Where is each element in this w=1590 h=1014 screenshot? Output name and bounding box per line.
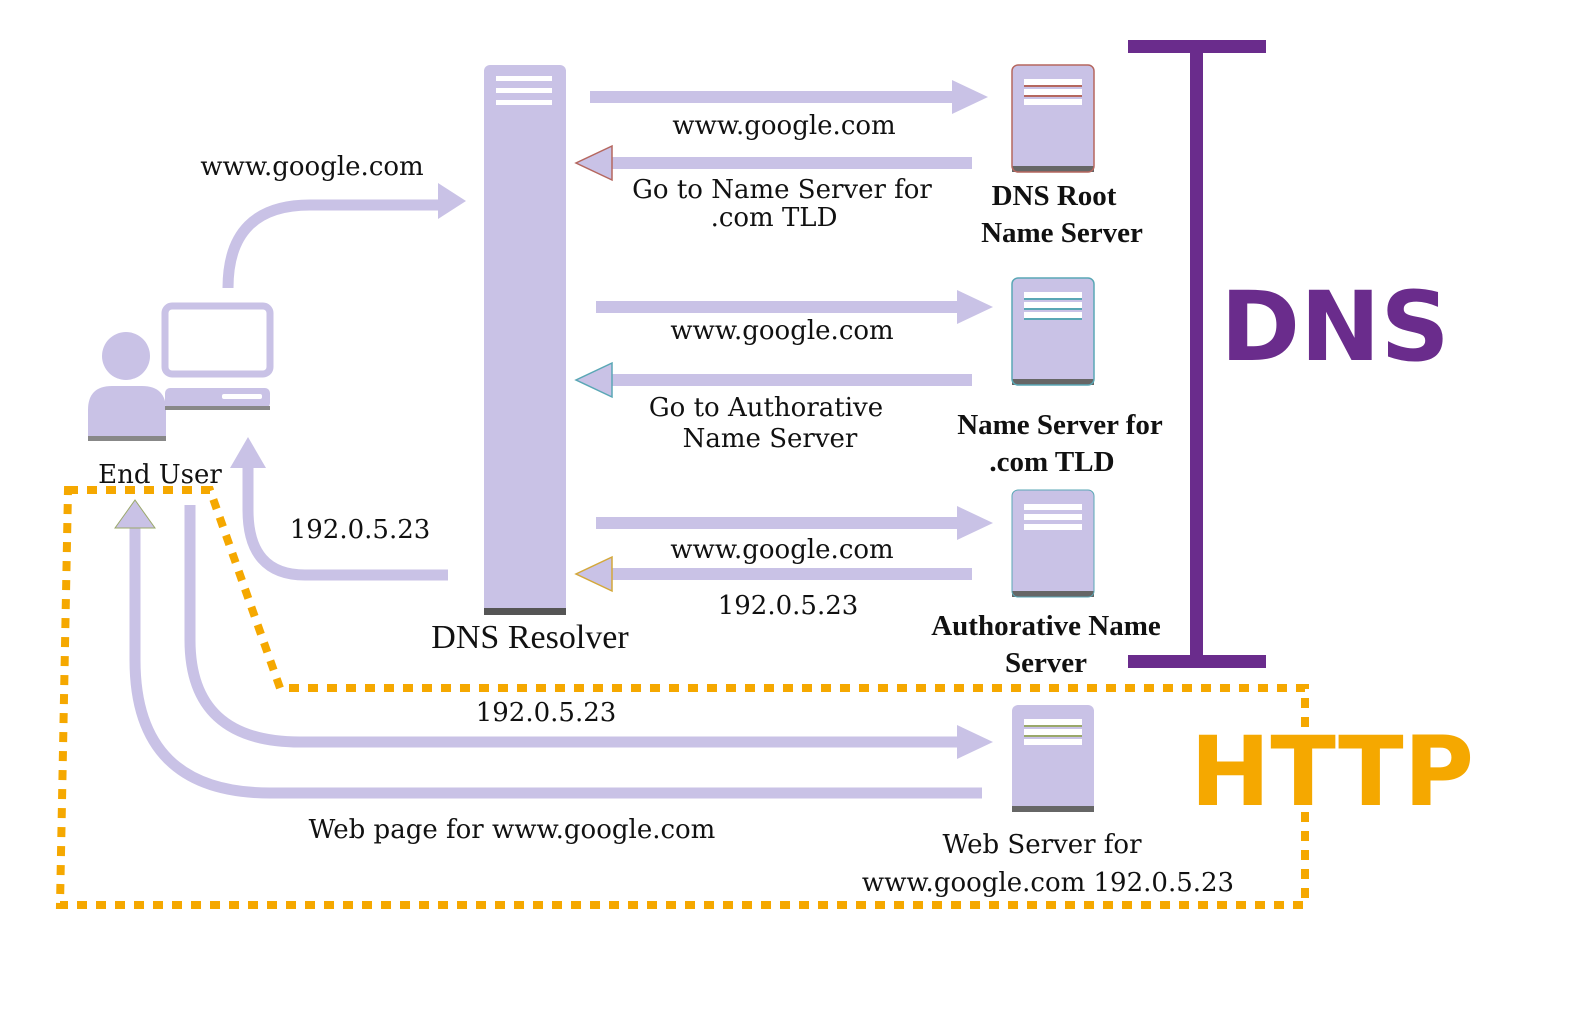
tld-label-2: .com TLD [989, 446, 1114, 478]
auth-label-2: Server [1005, 647, 1087, 679]
root-server-icon [1011, 64, 1095, 173]
resolver-label: DNS Resolver [431, 619, 629, 656]
query-arrow-tld [596, 301, 958, 313]
tld-server-icon [1011, 277, 1095, 386]
arrowhead [957, 290, 993, 324]
arrowhead [230, 437, 266, 468]
dns-title: DNS [1220, 271, 1449, 383]
http-boundary [55, 486, 1309, 909]
auth-server-icon [1011, 489, 1095, 598]
web-label-1: Web Server for [943, 830, 1143, 860]
arrowhead [438, 183, 466, 219]
query-arrow-root [590, 91, 960, 103]
arrowhead [952, 80, 988, 114]
reply-auth-label: 192.0.5.23 [718, 591, 859, 621]
query-arrow-user-resolver [222, 199, 440, 289]
reply-root-label-1: Go to Name Server for [632, 175, 932, 205]
http-request-label: 192.0.5.23 [476, 698, 617, 728]
reply-arrow-root [610, 157, 972, 169]
arrowhead [574, 144, 613, 182]
http-response-label: Web page for www.google.com [309, 815, 716, 845]
answer-user-label: 192.0.5.23 [290, 515, 431, 545]
arrowhead [574, 361, 613, 399]
root-label-1: DNS Root [992, 180, 1117, 212]
reply-tld-label-1: Go to Authorative [649, 393, 883, 423]
reply-tld-label-2: Name Server [683, 424, 858, 454]
end-user-label: End User [98, 460, 222, 490]
end-user-icon [88, 302, 274, 441]
query-arrow-auth [596, 517, 958, 529]
reply-arrow-tld [610, 374, 972, 386]
query-tld-label: www.google.com [670, 316, 893, 346]
tld-label-1: Name Server for [957, 409, 1163, 441]
dns-bracket [1128, 40, 1266, 668]
query-root-label: www.google.com [672, 111, 895, 141]
arrowhead [957, 725, 993, 759]
arrowhead [957, 506, 993, 540]
root-label-2: Name Server [981, 217, 1143, 249]
http-title: HTTP [1190, 716, 1474, 828]
http-request-arrow [184, 505, 960, 748]
query-user-label: www.google.com [200, 152, 423, 182]
web-server-icon [1012, 705, 1094, 812]
web-label-2: www.google.com 192.0.5.23 [862, 868, 1234, 898]
query-auth-label: www.google.com [670, 535, 893, 565]
arrowhead [114, 499, 156, 529]
http-response-arrow [129, 525, 982, 799]
dns-resolver-icon [484, 65, 566, 615]
answer-arrow-resolver-user [242, 465, 448, 581]
reply-arrow-auth [610, 568, 972, 580]
auth-label-1: Authorative Name [931, 610, 1161, 642]
reply-root-label-2: .com TLD [711, 203, 838, 233]
arrowhead [574, 555, 613, 593]
